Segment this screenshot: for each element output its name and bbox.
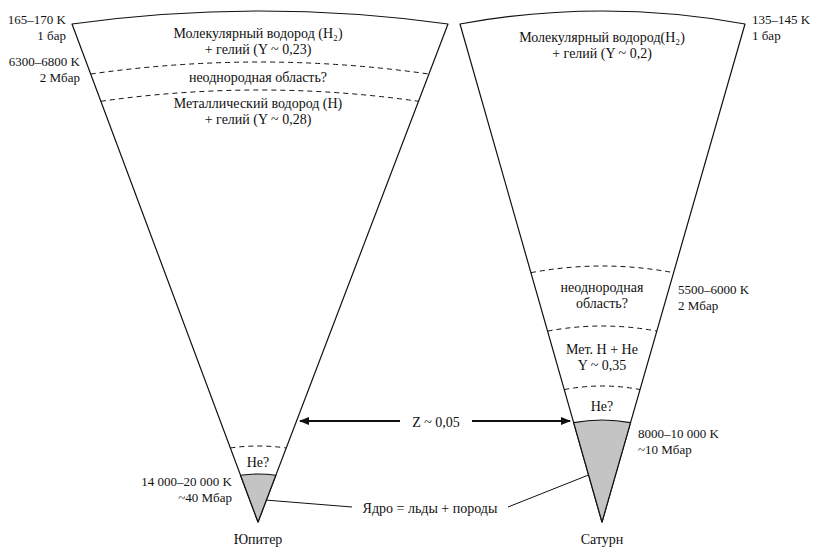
pointer-arrow: [300, 420, 400, 422]
pressure-label: ~40 Мбар: [178, 490, 232, 505]
core-region: [241, 474, 276, 522]
layer-label: Мет. H + He Y ~ 0,35: [566, 342, 638, 374]
layer-label: He?: [247, 455, 270, 471]
pointer-arrow: [472, 420, 570, 422]
wedge-outline: [460, 0, 745, 522]
planet-wedge: Молекулярный водород (H₂) + гелий (Y ~ 0…: [72, 0, 448, 522]
temperature-label: 165–170 K: [8, 12, 66, 27]
planet-name: Сатурн: [581, 532, 624, 548]
pressure-label: 1 бар: [752, 28, 781, 43]
layer-label: Молекулярный водород (H₂) + гелий (Y ~ 0…: [173, 26, 342, 58]
pressure-label: 1 бар: [37, 28, 66, 43]
temperature-label: 6300–6800 K: [9, 54, 80, 69]
temperature-label: 135–145 K: [752, 12, 810, 27]
planet-sector: [72, 11, 448, 522]
pressure-label: 2 Мбар: [40, 70, 80, 85]
layer-boundary: [531, 266, 674, 273]
temperature-label: 5500–6000 K: [678, 282, 749, 297]
metallicity-label: Z ~ 0,05: [412, 415, 460, 431]
planet-name: Юпитер: [234, 532, 283, 548]
pressure-label: 2 Мбар: [678, 298, 718, 313]
planet-wedge: Молекулярный водород(H₂) + гелий (Y ~ 0,…: [460, 0, 745, 522]
core-label: Ядро = льды + породы: [363, 501, 498, 517]
planet-sector: [460, 11, 745, 522]
layer-boundary: [548, 326, 657, 331]
layer-label: Металлический водород (H) + гелий (Y ~ 0…: [174, 96, 343, 128]
pressure-label: ~10 Мбар: [638, 442, 692, 457]
layer-boundary: [230, 446, 286, 448]
core-region: [574, 420, 631, 522]
temperature-label: 14 000–20 000 K: [141, 474, 232, 489]
leader-line: [508, 472, 596, 507]
layer-label: Молекулярный водород(H₂) + гелий (Y ~ 0,…: [519, 30, 685, 62]
temperature-label: 8000–10 000 K: [638, 426, 719, 441]
layer-label: неоднородная область?: [561, 280, 644, 312]
layer-label: He?: [591, 399, 614, 415]
layer-boundary: [564, 386, 640, 390]
leader-line: [265, 500, 352, 507]
layer-label: неоднородная область?: [189, 70, 327, 86]
